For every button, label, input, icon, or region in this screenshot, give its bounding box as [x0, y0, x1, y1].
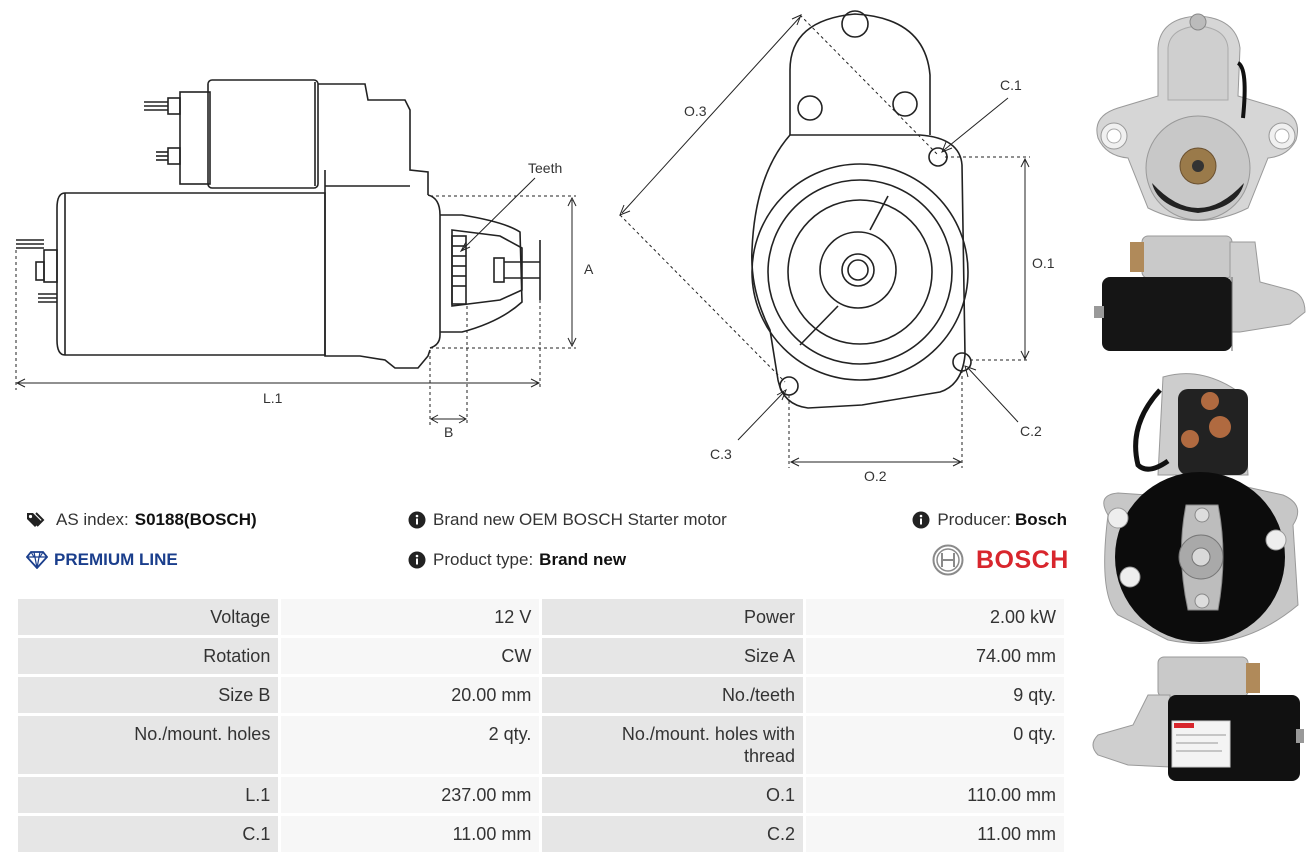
- spec-key: No./mount. holes with thread: [542, 716, 803, 774]
- spec-value: 2 qty.: [281, 716, 540, 774]
- spec-value: 11.00 mm: [805, 816, 1064, 852]
- front-view-drawing: O.3 C.1 O.1 C.2 C.3 O.2: [619, 10, 1055, 484]
- product-photo-rear[interactable]: [1088, 365, 1310, 650]
- dim-c3-label: C.3: [710, 446, 732, 462]
- producer-value: Bosch: [1015, 510, 1067, 529]
- product-type: Product type: Brand new: [408, 550, 626, 570]
- spec-value: 74.00 mm: [805, 638, 1064, 674]
- table-row: Size B 20.00 mm No./teeth 9 qty.: [18, 677, 1064, 713]
- dim-a-label: A: [584, 261, 594, 277]
- product-photo-side-label[interactable]: [1088, 655, 1310, 785]
- as-index-value: S0188(BOSCH): [134, 510, 257, 529]
- spec-value: 0 qty.: [805, 716, 1064, 774]
- spec-value: 237.00 mm: [281, 777, 540, 813]
- as-index: AS index: S0188(BOSCH): [26, 510, 257, 530]
- bosch-logo-text: BOSCH: [976, 545, 1069, 574]
- spec-value: CW: [281, 638, 540, 674]
- producer-label: Producer:: [937, 510, 1012, 529]
- spec-value: 20.00 mm: [281, 677, 540, 713]
- description: Brand new OEM BOSCH Starter motor: [408, 510, 727, 530]
- product-type-value: Brand new: [539, 550, 627, 569]
- spec-key: Rotation: [18, 638, 279, 674]
- info-icon: [912, 511, 930, 529]
- dim-o1-label: O.1: [1032, 255, 1055, 271]
- spec-key: Size A: [542, 638, 803, 674]
- spec-value: 11.00 mm: [281, 816, 540, 852]
- premium-line-text: PREMIUM LINE: [54, 550, 178, 569]
- spec-value: 2.00 kW: [805, 599, 1064, 635]
- spec-key: Power: [542, 599, 803, 635]
- product-type-label: Product type:: [433, 550, 534, 569]
- spec-value: 110.00 mm: [805, 777, 1064, 813]
- producer: Producer: Bosch: [912, 510, 1067, 530]
- spec-key: Size B: [18, 677, 279, 713]
- product-photo-front[interactable]: [1088, 8, 1308, 230]
- table-row: Rotation CW Size A 74.00 mm: [18, 638, 1064, 674]
- spec-key: C.1: [18, 816, 279, 852]
- spec-key: No./mount. holes: [18, 716, 279, 774]
- spec-key: C.2: [542, 816, 803, 852]
- spec-value: 9 qty.: [805, 677, 1064, 713]
- dim-l1-label: L.1: [263, 390, 283, 406]
- table-row: Voltage 12 V Power 2.00 kW: [18, 599, 1064, 635]
- tags-icon: [27, 512, 45, 527]
- spec-key: O.1: [542, 777, 803, 813]
- spec-key: L.1: [18, 777, 279, 813]
- diamond-icon: [26, 551, 48, 569]
- dim-o2-label: O.2: [864, 468, 887, 484]
- side-view-drawing: Teeth A L.1 B: [15, 79, 594, 440]
- dim-o3-label: O.3: [684, 103, 707, 119]
- table-row: No./mount. holes 2 qty. No./mount. holes…: [18, 716, 1064, 774]
- as-index-label: AS index:: [56, 510, 129, 529]
- bosch-armature-icon: [932, 544, 964, 576]
- teeth-label: Teeth: [528, 160, 562, 176]
- spec-key: No./teeth: [542, 677, 803, 713]
- spec-key: Voltage: [18, 599, 279, 635]
- dim-c1-label: C.1: [1000, 77, 1022, 93]
- info-icon: [408, 551, 426, 569]
- spec-value: 12 V: [281, 599, 540, 635]
- premium-line-badge: PREMIUM LINE: [26, 550, 178, 570]
- table-row: L.1 237.00 mm O.1 110.00 mm: [18, 777, 1064, 813]
- product-photo-side[interactable]: [1090, 232, 1310, 357]
- bosch-logo: BOSCH: [932, 544, 1069, 576]
- info-icon: [408, 511, 426, 529]
- dim-b-label: B: [444, 424, 453, 440]
- spec-table: Voltage 12 V Power 2.00 kW Rotation CW S…: [15, 596, 1067, 855]
- table-row: C.1 11.00 mm C.2 11.00 mm: [18, 816, 1064, 852]
- dim-c2-label: C.2: [1020, 423, 1042, 439]
- description-text: Brand new OEM BOSCH Starter motor: [433, 510, 727, 529]
